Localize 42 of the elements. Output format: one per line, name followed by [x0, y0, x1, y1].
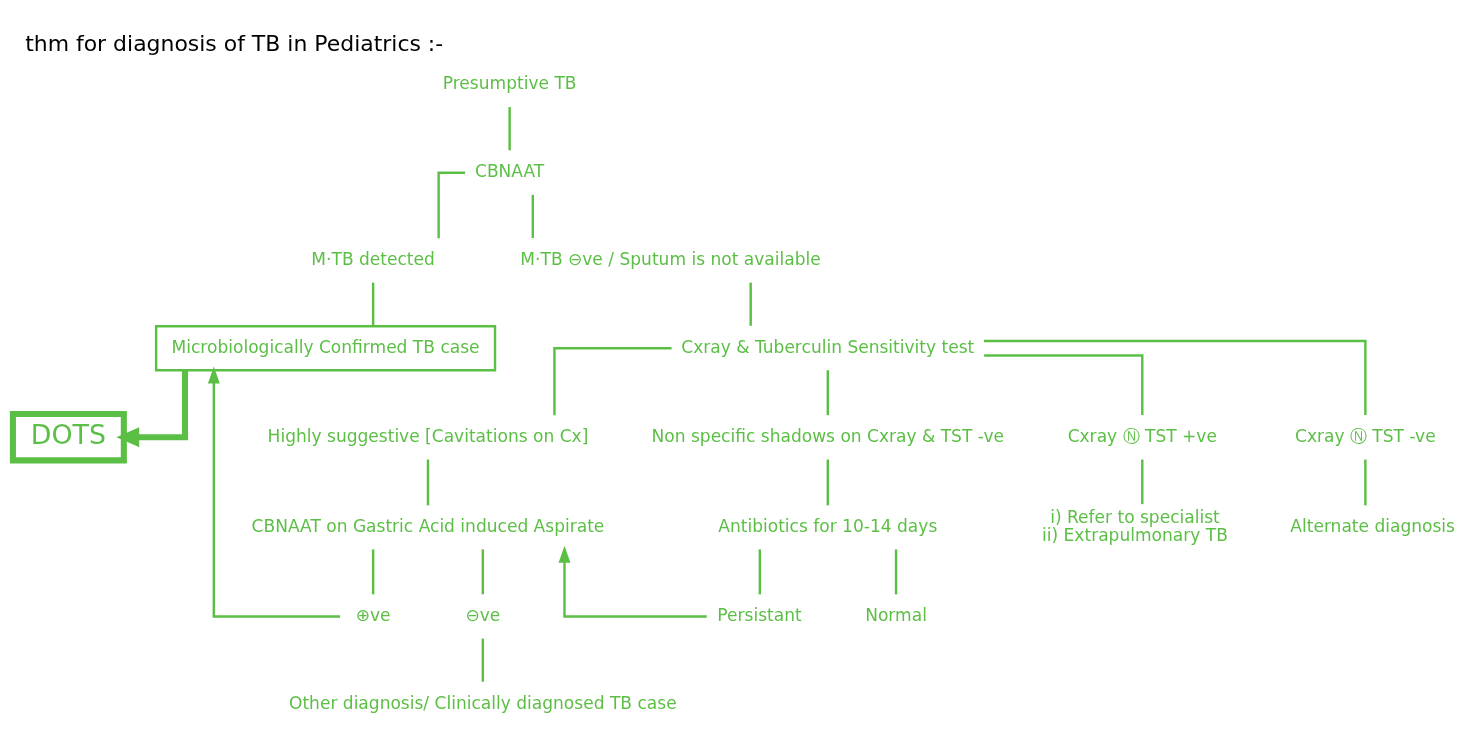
connector [758, 549, 762, 595]
connector [481, 638, 485, 682]
connector [481, 549, 485, 595]
connector [1141, 459, 1144, 505]
connector [749, 282, 752, 326]
node-text: M·TB detected [311, 248, 435, 269]
connector [371, 549, 375, 595]
connector [371, 282, 375, 326]
connector [984, 354, 1144, 415]
node-text: Antibiotics for 10-14 days [718, 515, 938, 536]
node-text: M·TB ⊖ve / Sputum is not available [520, 248, 821, 269]
node-text: Cxray & Tuberculin Sensitivity test [681, 336, 975, 357]
arrow [558, 545, 707, 618]
node-text: Presumptive TB [442, 73, 577, 94]
node-text: Other diagnosis/ Clinically diagnosed TB case [289, 692, 677, 713]
node-text: CBNAAT on Gastric Acid induced Aspirate [251, 515, 605, 536]
connector [437, 171, 466, 239]
node-text: Persistant [717, 604, 802, 625]
arrow [207, 366, 341, 618]
node-text: Alternate diagnosis [1290, 515, 1456, 536]
node-text: Non specific shadows on Cxray & TST -ve [651, 425, 1005, 446]
node-text: i) Refer to specialist ii) Extrapulmonary TB [1042, 506, 1228, 546]
node-text: Normal [865, 604, 927, 625]
connector [826, 370, 829, 416]
diagram-title: thm for diagnosis of TB in Pediatrics :- [25, 31, 444, 57]
node-text: CBNAAT [475, 161, 545, 182]
arrow [116, 370, 189, 448]
connector [553, 347, 672, 416]
node-text: Cxray Ⓝ TST +ve [1067, 425, 1217, 446]
connector [426, 459, 430, 506]
node-text: ⊖ve [465, 604, 501, 625]
node-text: ⊕ve [355, 604, 391, 625]
connector [984, 339, 1367, 415]
connector [1364, 459, 1367, 506]
connector [826, 459, 829, 506]
node-text: Cxray Ⓝ TST -ve [1294, 425, 1436, 446]
node-text: Highly suggestive [Cavitations on Cx] [267, 425, 589, 446]
connector [531, 194, 534, 239]
connector [894, 549, 898, 595]
connector [508, 107, 511, 151]
node-box: Microbiologically Confirmed TB case [154, 325, 497, 372]
node-box: DOTS [9, 411, 127, 464]
